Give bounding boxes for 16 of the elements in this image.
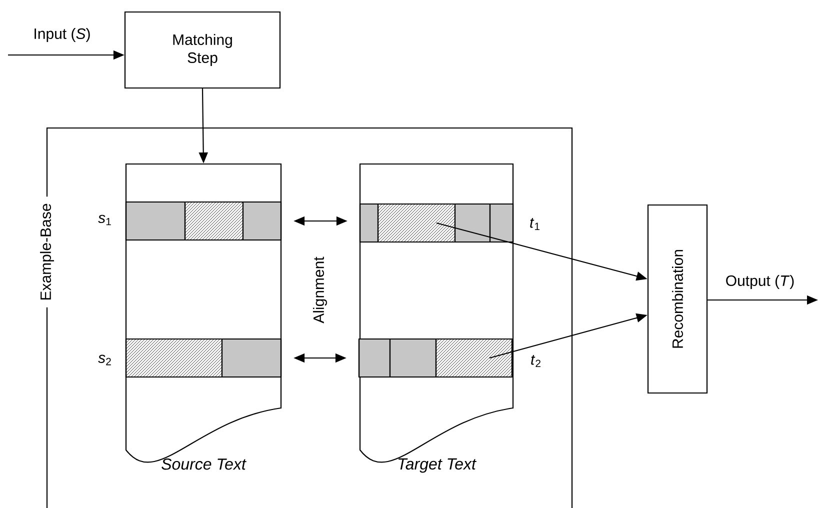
process-box: Recombination: [647, 204, 708, 394]
text-segment-bar: [125, 201, 282, 241]
segment-label: t$_{1}$: [530, 218, 540, 230]
edge-label: Output (T): [724, 274, 796, 290]
segment-label: s$_{2}$: [98, 354, 111, 366]
segment-label: s$_{1}$: [98, 214, 111, 226]
text-segment-bar: [359, 203, 379, 243]
alignment-label: Alignment: [313, 256, 327, 324]
process-box: Matching Step: [124, 11, 281, 89]
edge-label: Input (S): [32, 27, 92, 43]
text-segment-bar: [358, 338, 513, 378]
text-segment-bar: [125, 201, 186, 241]
segment-label: t$_{2}$: [531, 354, 540, 368]
text-segment-bar: [358, 338, 437, 378]
text-segment-bar: [359, 203, 514, 243]
text-segment-bar: [125, 338, 282, 378]
